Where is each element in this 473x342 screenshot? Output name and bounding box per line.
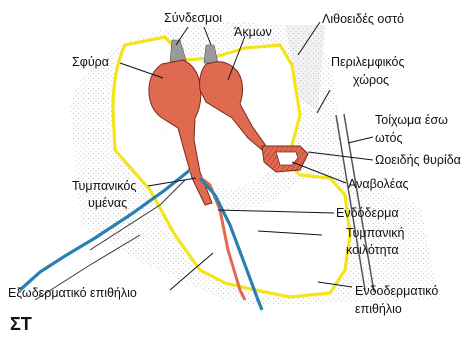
label-endodermatiko-line2: επιθήλιο <box>355 302 402 316</box>
label-perilemfikos-line1: Περιλεμφικός <box>331 55 404 69</box>
label-tympaniki-line1: Τυμπανική <box>346 226 405 240</box>
label-tympanikos-line1: Τυμπανικός <box>72 179 136 193</box>
label-anavoleas: Αναβολέας <box>348 177 409 191</box>
label-toixoma-line1: Τοίχωμα έσω <box>375 113 448 127</box>
panel-label: ΣΤ <box>10 314 32 334</box>
label-tympanikos-line2: υμένας <box>88 196 127 210</box>
label-endodermatiko-line1: Ενδοδερματικό <box>355 284 438 298</box>
label-tympaniki-line2: κοιλότητα <box>346 243 399 257</box>
label-sfyra: Σφύρα <box>72 55 109 69</box>
label-lithoeides-osto: Λιθοειδές οστό <box>322 12 404 26</box>
label-perilemfikos-line2: χώρος <box>353 73 389 87</box>
label-exodermatiko: Εξωδερματικό επιθήλιο <box>8 286 137 300</box>
label-endoderma: Ενδόδερμα <box>336 206 399 220</box>
label-oeidis-thyrida: Ωοειδής θυρίδα <box>375 153 461 167</box>
label-toixoma-line2: ωτός <box>375 131 403 145</box>
label-syndesmoi: Σύνδεσμοι <box>164 11 222 25</box>
label-akmon: Άκμων <box>234 25 272 39</box>
leader-toixoma <box>348 137 373 143</box>
